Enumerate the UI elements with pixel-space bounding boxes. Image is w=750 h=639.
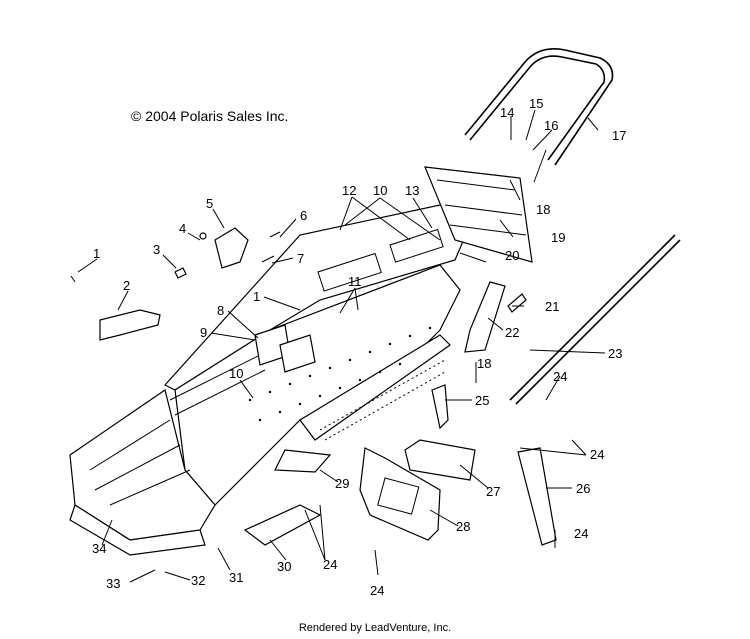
callout-17: 17 [612, 128, 626, 143]
callout-23: 23 [608, 346, 622, 361]
callout-24a: 24 [590, 447, 604, 462]
callout-22: 22 [505, 325, 519, 340]
callout-24: 24 [553, 369, 567, 384]
callout-8: 8 [217, 303, 224, 318]
part-19-flap [424, 166, 533, 263]
callout-29: 29 [335, 476, 349, 491]
callout-13: 13 [405, 183, 419, 198]
callout-30: 30 [277, 559, 291, 574]
callout-33: 33 [106, 576, 120, 591]
callout-24b: 24 [574, 526, 588, 541]
callout-2: 2 [123, 278, 130, 293]
part-28-guard [359, 447, 441, 541]
callout-18b: 18 [477, 356, 491, 371]
callout-28: 28 [456, 519, 470, 534]
leader-lines [77, 109, 606, 583]
callout-10b: 10 [229, 366, 243, 381]
callout-32: 32 [191, 573, 205, 588]
callout-34: 34 [92, 541, 106, 556]
callout-27: 27 [486, 484, 500, 499]
callout-3: 3 [153, 242, 160, 257]
callout-5: 5 [206, 196, 213, 211]
part-21-clip [507, 293, 527, 313]
part-27-plate [404, 439, 476, 481]
part-23-rod [509, 234, 681, 405]
bolts [70, 231, 281, 283]
callout-21: 21 [545, 299, 559, 314]
part-5-plate [214, 227, 249, 269]
part-2-bracket [99, 309, 161, 341]
part-22-handle [464, 281, 506, 353]
callout-20: 20 [505, 248, 519, 263]
callout-11: 11 [348, 274, 362, 289]
vent-plates [254, 324, 316, 373]
part-26-rail [517, 447, 557, 546]
callout-16: 16 [544, 118, 558, 133]
copyright-text: © 2004 Polaris Sales Inc. [131, 108, 289, 124]
part-29-skid [274, 449, 332, 473]
callout-18: 18 [536, 202, 550, 217]
callout-4: 4 [179, 221, 186, 236]
callout-19: 19 [551, 230, 565, 245]
callout-labels: 1 2 3 4 5 6 7 8 9 10 11 12 13 14 15 16 1… [92, 96, 626, 598]
callout-31: 31 [229, 570, 243, 585]
chassis-tunnel [69, 204, 471, 556]
part-17-bar [464, 48, 614, 166]
callout-15: 15 [529, 96, 543, 111]
callout-1b: 1 [253, 289, 260, 304]
callout-12: 12 [342, 183, 356, 198]
callout-9: 9 [200, 325, 207, 340]
callout-10: 10 [373, 183, 387, 198]
callout-24c: 24 [323, 557, 337, 572]
part-25-block [431, 384, 449, 430]
callout-26: 26 [576, 481, 590, 496]
callout-25: 25 [475, 393, 489, 408]
callout-6: 6 [300, 208, 307, 223]
callout-1: 1 [93, 246, 100, 261]
callout-24d: 24 [370, 583, 384, 598]
part-30-plate [243, 504, 322, 546]
rivet-dots [248, 326, 432, 422]
footer-credit: Rendered by LeadVenture, Inc. [298, 622, 452, 634]
callout-7: 7 [297, 251, 304, 266]
callout-14: 14 [500, 105, 514, 120]
